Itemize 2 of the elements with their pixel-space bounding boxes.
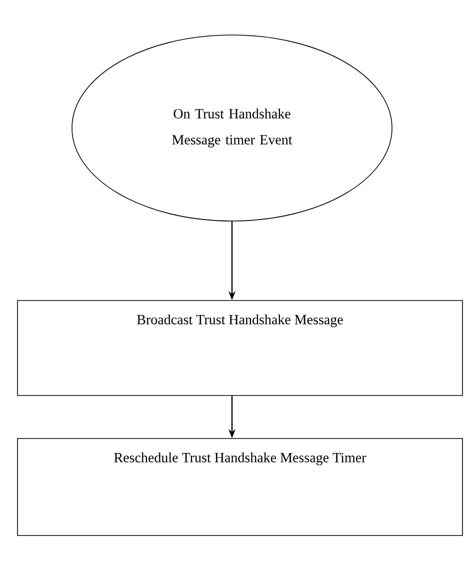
process-box: Reschedule Trust Handshake Message Timer bbox=[17, 438, 463, 536]
process-box: Broadcast Trust Handshake Message bbox=[17, 300, 463, 396]
